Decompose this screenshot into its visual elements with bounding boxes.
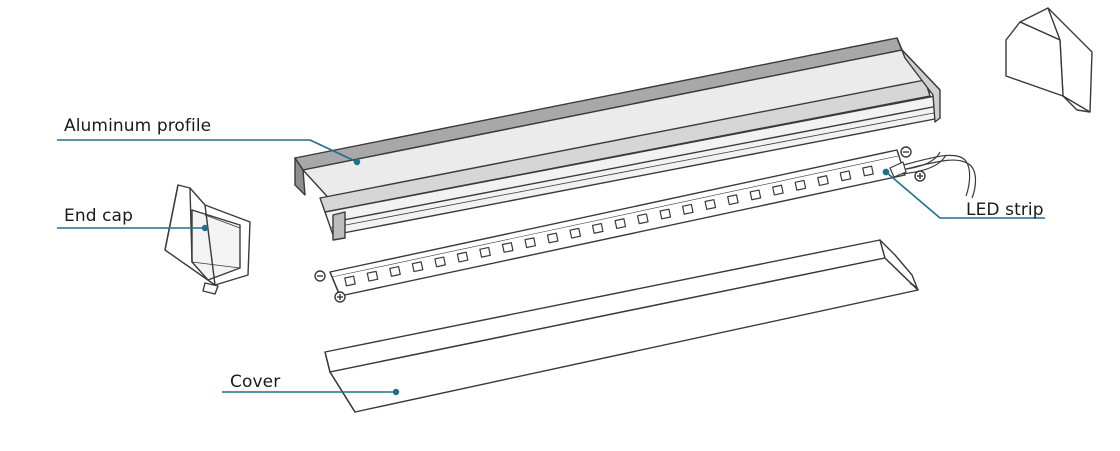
led-chip: [794, 179, 807, 191]
led-chip: [411, 261, 424, 273]
led-chip: [772, 184, 784, 196]
end-cap-left: [164, 184, 251, 295]
led-chip: [862, 165, 874, 177]
leader-lines: [57, 139, 1045, 396]
profile-left-tab: [332, 211, 346, 241]
leader-strip: [885, 171, 1045, 219]
led-chip: [434, 256, 446, 268]
profile-front-face: [294, 157, 306, 196]
led-chip: [524, 237, 537, 249]
led-chip: [389, 265, 401, 277]
led-chip: [704, 199, 717, 210]
label-end-cap: End cap: [64, 206, 133, 226]
led-chip: [546, 232, 559, 244]
led-chip: [569, 227, 582, 239]
led-strip: [314, 146, 977, 303]
strip-wires: [889, 151, 977, 199]
led-chip: [749, 189, 762, 201]
led-chip: [839, 170, 852, 182]
label-led-strip: LED strip: [966, 200, 1044, 220]
end-cap-right: [1005, 7, 1093, 113]
cover-end-face: [879, 239, 919, 291]
aluminum-profile: [294, 37, 941, 241]
led-chip: [659, 208, 672, 220]
led-chip: [614, 218, 627, 230]
led-chip: [591, 222, 604, 234]
led-chip: [456, 251, 469, 263]
profile-end-face: [896, 37, 941, 123]
led-chip: [479, 246, 491, 258]
led-chip: [681, 203, 694, 215]
led-chips: [344, 165, 874, 287]
led-chip: [817, 175, 829, 187]
cover: [324, 239, 919, 413]
led-chip: [366, 270, 379, 282]
led-chip: [727, 194, 739, 206]
leader-profile: [57, 139, 358, 163]
label-aluminum-profile: Aluminum profile: [64, 116, 212, 136]
profile-inner-lip: [319, 79, 931, 213]
label-cover: Cover: [230, 372, 281, 392]
led-chip: [344, 275, 356, 287]
led-chip: [636, 213, 649, 225]
led-chip: [501, 242, 514, 253]
